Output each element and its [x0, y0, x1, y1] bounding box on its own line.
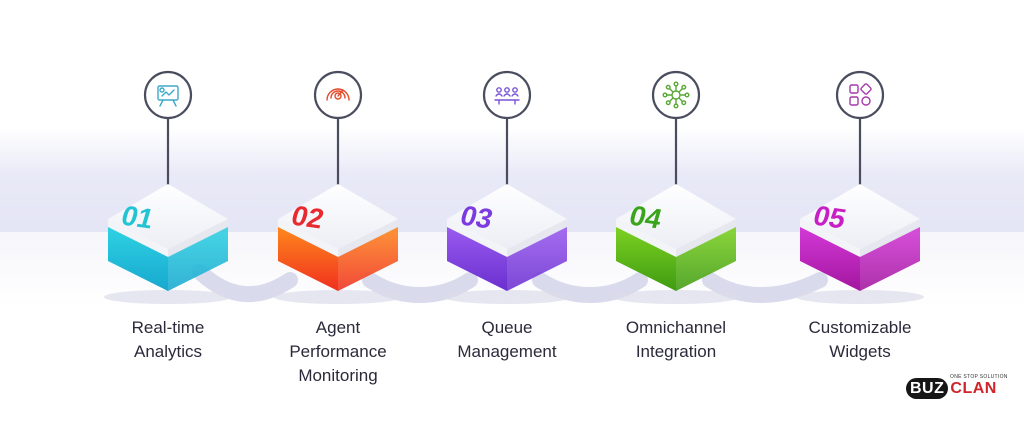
performance-gauge-icon	[313, 70, 363, 120]
step-2: 02	[274, 70, 402, 304]
step-label: Queue Management	[457, 318, 557, 361]
logo-wordmark: BUZ CLAN	[906, 378, 997, 399]
step-4: 04	[612, 70, 740, 304]
step-label: Real-time Analytics	[131, 318, 205, 361]
step-1: 01	[104, 70, 232, 304]
queue-people-icon	[482, 70, 532, 120]
logo-text-c: CLAN	[950, 380, 997, 397]
logo-tagline: ONE STOP SOLUTION	[950, 374, 1008, 380]
step-5: 05	[796, 70, 924, 304]
widgets-grid-icon	[835, 70, 885, 120]
step-block	[274, 184, 402, 304]
step-block	[104, 184, 232, 304]
analytics-board-icon	[143, 70, 193, 120]
buzzclan-logo: ONE STOP SOLUTION BUZ CLAN	[906, 374, 1008, 404]
logo-text-b: Z	[934, 380, 945, 397]
step-block	[796, 184, 924, 304]
step-3: 03	[443, 70, 571, 304]
omnichannel-hub-icon	[651, 70, 701, 120]
step-label: Agent Performance Monitoring	[289, 318, 387, 385]
step-label: Omnichannel Integration	[625, 318, 727, 361]
step-label: Customizable Widgets	[808, 318, 912, 361]
logo-text-a: BU	[910, 380, 935, 397]
step-block	[612, 184, 740, 304]
step-block	[443, 184, 571, 304]
connector-track	[192, 264, 828, 303]
